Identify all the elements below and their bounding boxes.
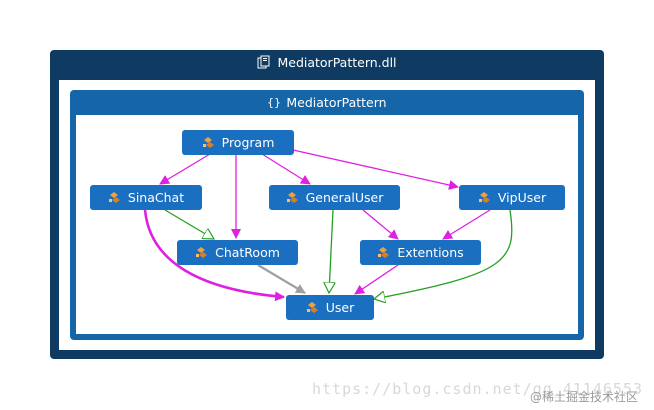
class-icon	[196, 246, 208, 258]
node-chatroom[interactable]: ChatRoom	[177, 240, 298, 265]
node-vipuser[interactable]: VipUser	[459, 185, 565, 210]
namespace-icon: {}	[267, 96, 281, 109]
class-icon	[286, 191, 298, 203]
watermark-url: https://blog.csdn.net/qq_41146553	[312, 380, 644, 398]
class-icon	[306, 301, 318, 313]
svg-text:{}: {}	[267, 96, 281, 109]
namespace-header: {} MediatorPattern	[70, 90, 584, 114]
node-extentions[interactable]: Extentions	[360, 240, 481, 265]
class-icon	[108, 191, 120, 203]
node-program[interactable]: Program	[182, 130, 294, 155]
class-icon	[378, 246, 390, 258]
assembly-icon	[257, 55, 270, 69]
class-icon	[478, 191, 490, 203]
assembly-title: MediatorPattern.dll	[277, 54, 397, 70]
node-generaluser[interactable]: GeneralUser	[269, 185, 400, 210]
node-sinachat[interactable]: SinaChat	[90, 185, 202, 210]
namespace-title: MediatorPattern	[286, 94, 387, 110]
class-icon	[202, 136, 214, 148]
assembly-header: MediatorPattern.dll	[50, 50, 604, 74]
node-user[interactable]: User	[286, 295, 374, 320]
community-watermark: @稀土掘金技术社区	[530, 390, 639, 404]
